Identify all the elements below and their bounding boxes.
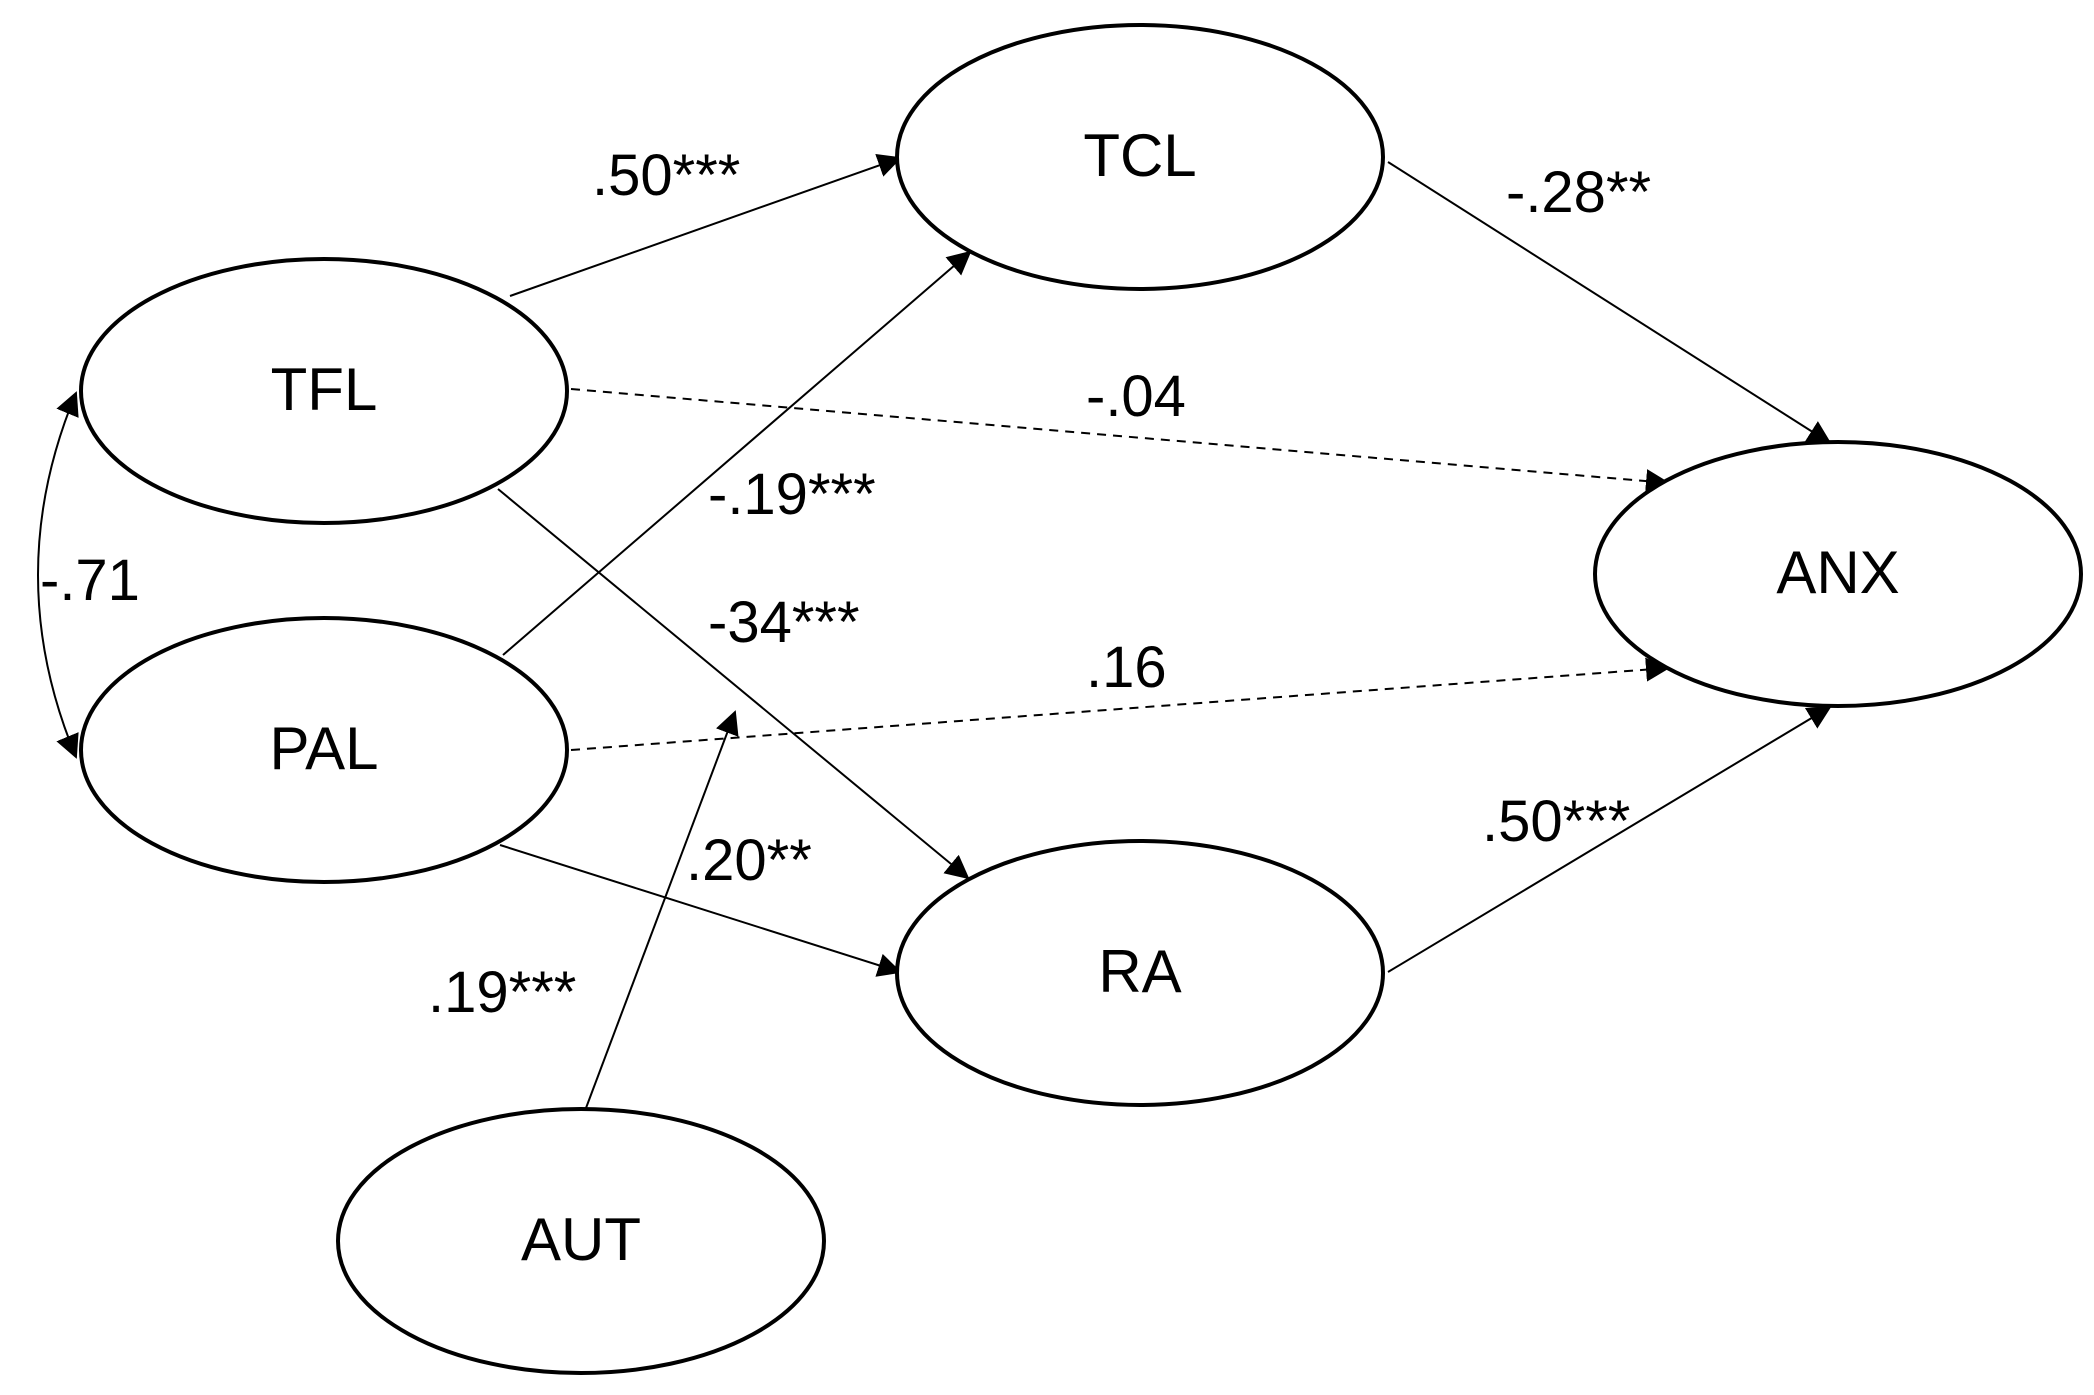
coef-tfl-ra: -34*** — [708, 590, 860, 655]
coef-tfl-anx: -.04 — [1086, 364, 1186, 429]
coef-aut-moderation: .19*** — [428, 960, 576, 1025]
edge-pal-anx — [570, 657, 1670, 751]
coef-pal-ra: .20** — [686, 828, 812, 893]
node-aut: AUT — [336, 1107, 826, 1375]
node-tfl-label: TFL — [271, 356, 378, 423]
node-tfl: TFL — [79, 257, 569, 525]
node-tcl-label: TCL — [1083, 122, 1196, 189]
node-anx: ANX — [1593, 440, 2083, 708]
node-tcl: TCL — [895, 23, 1385, 291]
edge-tfl-pal-covariance — [37, 391, 79, 759]
node-ra-label: RA — [1098, 938, 1181, 1005]
edge-ra-anx — [1387, 705, 1832, 973]
edge-tfl-anx — [570, 388, 1670, 494]
edge-tfl-ra — [497, 488, 970, 880]
edge-pal-tcl — [502, 250, 972, 656]
edge-aut-moderation — [585, 710, 739, 1109]
node-ra: RA — [895, 839, 1385, 1107]
coef-tfl-tcl: .50*** — [592, 143, 740, 208]
coef-tcl-anx: -.28** — [1506, 160, 1651, 225]
edge-pal-ra — [499, 844, 902, 977]
node-anx-label: ANX — [1776, 539, 1899, 606]
edge-tfl-tcl — [509, 154, 902, 297]
edge-tcl-anx — [1387, 161, 1832, 445]
node-pal: PAL — [79, 616, 569, 884]
coef-pal-anx: .16 — [1086, 635, 1167, 700]
coef-pal-tcl: -.19*** — [708, 462, 876, 527]
coef-ra-anx: .50*** — [1482, 789, 1630, 854]
node-aut-label: AUT — [521, 1206, 641, 1273]
coef-tfl-pal: -.71 — [40, 548, 140, 613]
node-pal-label: PAL — [270, 715, 379, 782]
